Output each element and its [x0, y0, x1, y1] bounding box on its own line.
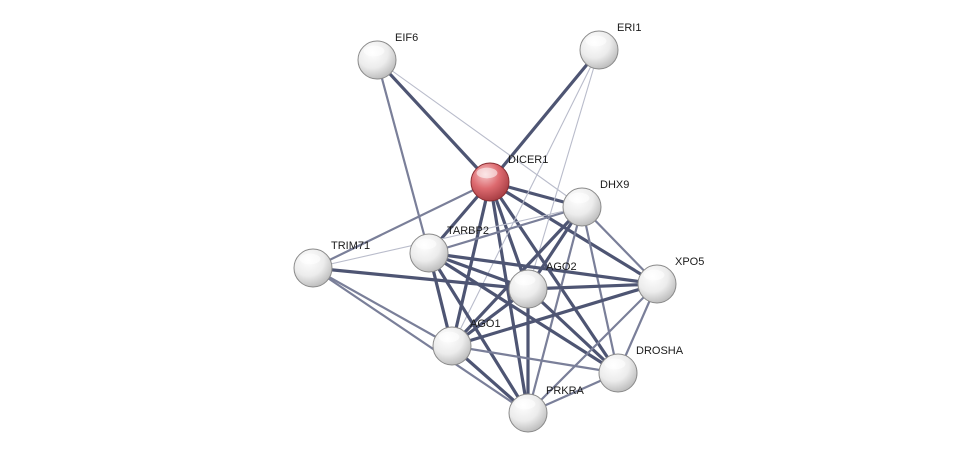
edge-eri1-ago2[interactable]: [527, 49, 600, 290]
edge-ago2-xpo5[interactable]: [526, 282, 659, 291]
edge-dicer1-drosha[interactable]: [488, 180, 620, 375]
edge-xpo5-prkra[interactable]: [526, 282, 659, 415]
node-xpo5[interactable]: XPO5: [637, 256, 704, 304]
node-highlight: [299, 253, 321, 265]
edge-dicer1-eif6[interactable]: [375, 58, 492, 184]
edge-eif6-tarbp2[interactable]: [375, 58, 431, 255]
node-highlight: [643, 269, 665, 281]
edge-dicer1-eri1[interactable]: [488, 48, 601, 184]
node-eri1[interactable]: ERI1: [579, 22, 641, 70]
node-tarbp2[interactable]: TARBP2: [409, 225, 489, 273]
node-ago2[interactable]: AGO2: [508, 261, 577, 309]
node-label-xpo5: XPO5: [675, 256, 704, 268]
edge-trim71-ago2[interactable]: [311, 266, 530, 291]
node-label-prkra: PRKRA: [546, 385, 585, 397]
node-highlight: [604, 358, 626, 370]
node-label-ago2: AGO2: [546, 261, 577, 273]
node-ago1[interactable]: AGO1: [432, 318, 501, 366]
node-highlight: [415, 238, 437, 250]
edge-dicer1-ago1[interactable]: [450, 180, 492, 348]
node-dicer1[interactable]: DICER1: [470, 154, 548, 202]
node-highlight: [568, 192, 590, 204]
node-prkra[interactable]: PRKRA: [508, 385, 585, 433]
node-label-dicer1: DICER1: [508, 154, 548, 166]
edge-eif6-dhx9[interactable]: [376, 59, 583, 208]
node-highlight: [514, 274, 536, 286]
edge-dhx9-drosha[interactable]: [580, 205, 620, 375]
edge-eri1-ago1[interactable]: [451, 49, 600, 347]
node-label-eri1: ERI1: [617, 22, 641, 34]
edge-dicer1-prkra[interactable]: [488, 180, 530, 415]
node-dhx9[interactable]: DHX9: [562, 179, 629, 227]
edge-dhx9-trim71[interactable]: [312, 206, 583, 269]
node-highlight: [585, 35, 607, 47]
node-label-dhx9: DHX9: [600, 179, 629, 191]
node-eif6[interactable]: EIF6: [357, 32, 418, 80]
edge-ago1-drosha[interactable]: [450, 344, 620, 375]
edge-ago2-drosha[interactable]: [526, 287, 620, 375]
edge-xpo5-ago1[interactable]: [450, 282, 659, 348]
edge-dhx9-tarbp2[interactable]: [427, 205, 584, 255]
node-label-tarbp2: TARBP2: [447, 225, 489, 237]
edge-dicer1-xpo5[interactable]: [488, 180, 659, 286]
edge-dhx9-prkra[interactable]: [526, 205, 584, 415]
edge-tarbp2-xpo5[interactable]: [427, 251, 659, 286]
node-highlight: [363, 45, 385, 57]
node-label-eif6: EIF6: [395, 32, 418, 44]
node-highlight: [476, 167, 498, 179]
node-trim71[interactable]: TRIM71: [293, 240, 370, 288]
node-highlight: [438, 331, 460, 343]
node-label-ago1: AGO1: [470, 318, 501, 330]
node-drosha[interactable]: DROSHA: [598, 345, 684, 393]
edge-trim71-prkra[interactable]: [311, 266, 530, 415]
node-highlight: [514, 398, 536, 410]
edge-dicer1-trim71[interactable]: [311, 180, 492, 270]
node-label-drosha: DROSHA: [636, 345, 684, 357]
node-label-trim71: TRIM71: [331, 240, 370, 252]
edge-trim71-ago1[interactable]: [311, 266, 454, 348]
